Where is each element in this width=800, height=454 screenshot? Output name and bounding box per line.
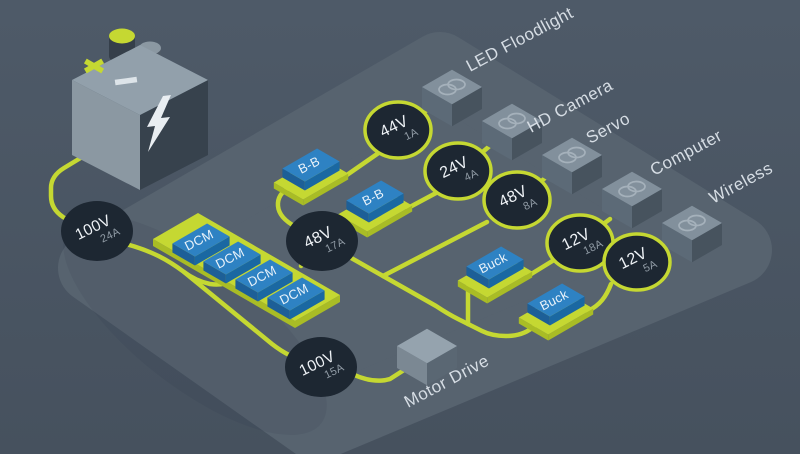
- wire-bb2-to-24v4a: [405, 190, 439, 211]
- wire-junction-to-buck2: [380, 273, 541, 339]
- node-44v-1a: [363, 100, 433, 160]
- battery: [72, 28, 208, 190]
- wire-bb1-to-44v1a: [341, 149, 383, 180]
- node-12v-5a: [602, 232, 672, 292]
- node-100v-15a: [285, 337, 357, 397]
- battery-minus-icon: [114, 76, 138, 86]
- node-48v-8a: [482, 170, 552, 230]
- lightning-bolt-icon: [147, 95, 171, 152]
- wire-100v15a-to-motor: [349, 367, 407, 383]
- node-48v-17a: [286, 211, 358, 271]
- wire-battery-to-100v24a: [48, 145, 100, 229]
- node-amps: 1A: [402, 126, 420, 143]
- nodes: [61, 100, 672, 397]
- battery-shadow: [63, 215, 327, 435]
- node-24v-4a: [423, 141, 493, 201]
- node-amps: 8A: [521, 196, 539, 213]
- battery-plus-icon: [83, 58, 105, 74]
- wire-buck1-to-12v18a: [525, 257, 557, 279]
- node-100v-24a: [61, 201, 133, 261]
- node-labels: 100V 24A 48V 17A 44V 1A 24V 4A 48V 8A 12…: [73, 113, 660, 382]
- battery-positive-terminal: [109, 28, 135, 44]
- node-amps: 5A: [641, 258, 659, 275]
- node-amps: 4A: [462, 167, 480, 184]
